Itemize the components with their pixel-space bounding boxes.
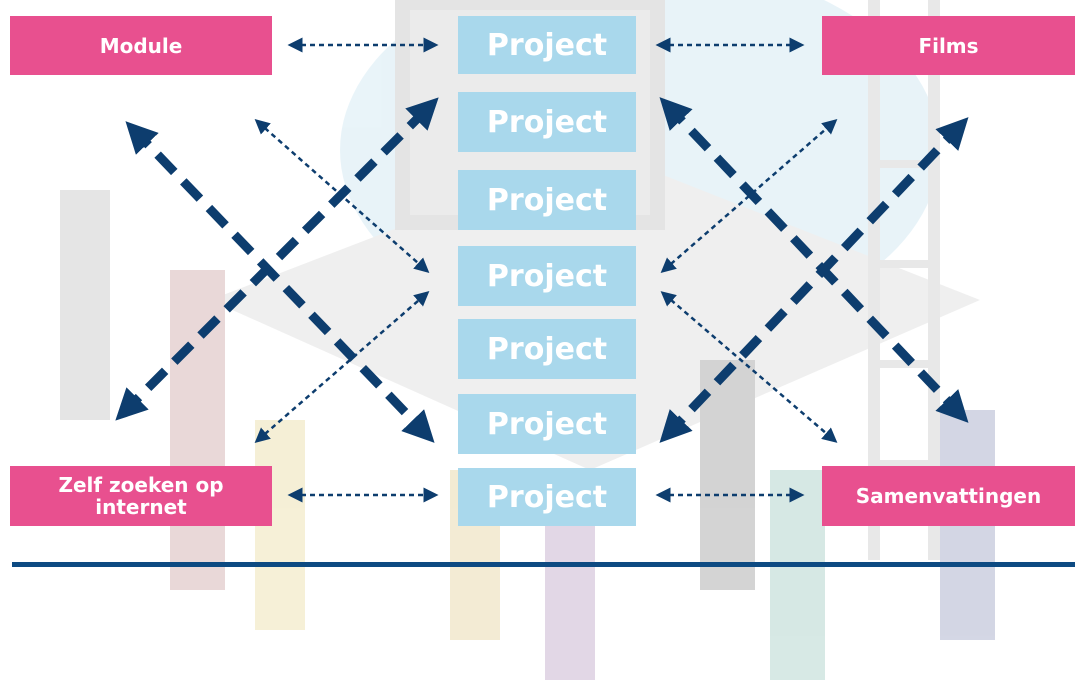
arrow-thick-left-up: [115, 97, 439, 421]
arrow-thick-left-down: [125, 121, 435, 443]
zelf-zoeken-box: Zelf zoeken op internet: [10, 466, 272, 526]
arrow-thin-left-down: [254, 119, 430, 273]
project-box-4: Project: [458, 246, 636, 306]
project-box-2: Project: [458, 92, 636, 152]
divider-line: [12, 562, 1075, 567]
films-box: Films: [822, 16, 1075, 75]
project-box-3: Project: [458, 170, 636, 230]
project-box-6: Project: [458, 394, 636, 454]
arrow-thin-right-up: [660, 119, 838, 273]
arrow-thin-right-down: [660, 291, 838, 443]
samenvattingen-box: Samenvattingen: [822, 466, 1075, 526]
arrow-thin-left-up: [254, 291, 430, 443]
project-box-1: Project: [458, 16, 636, 74]
module-box: Module: [10, 16, 272, 75]
project-box-7: Project: [458, 468, 636, 526]
arrow-thick-right-down: [659, 97, 969, 423]
arrow-thick-right-up: [659, 117, 969, 443]
project-box-5: Project: [458, 319, 636, 379]
